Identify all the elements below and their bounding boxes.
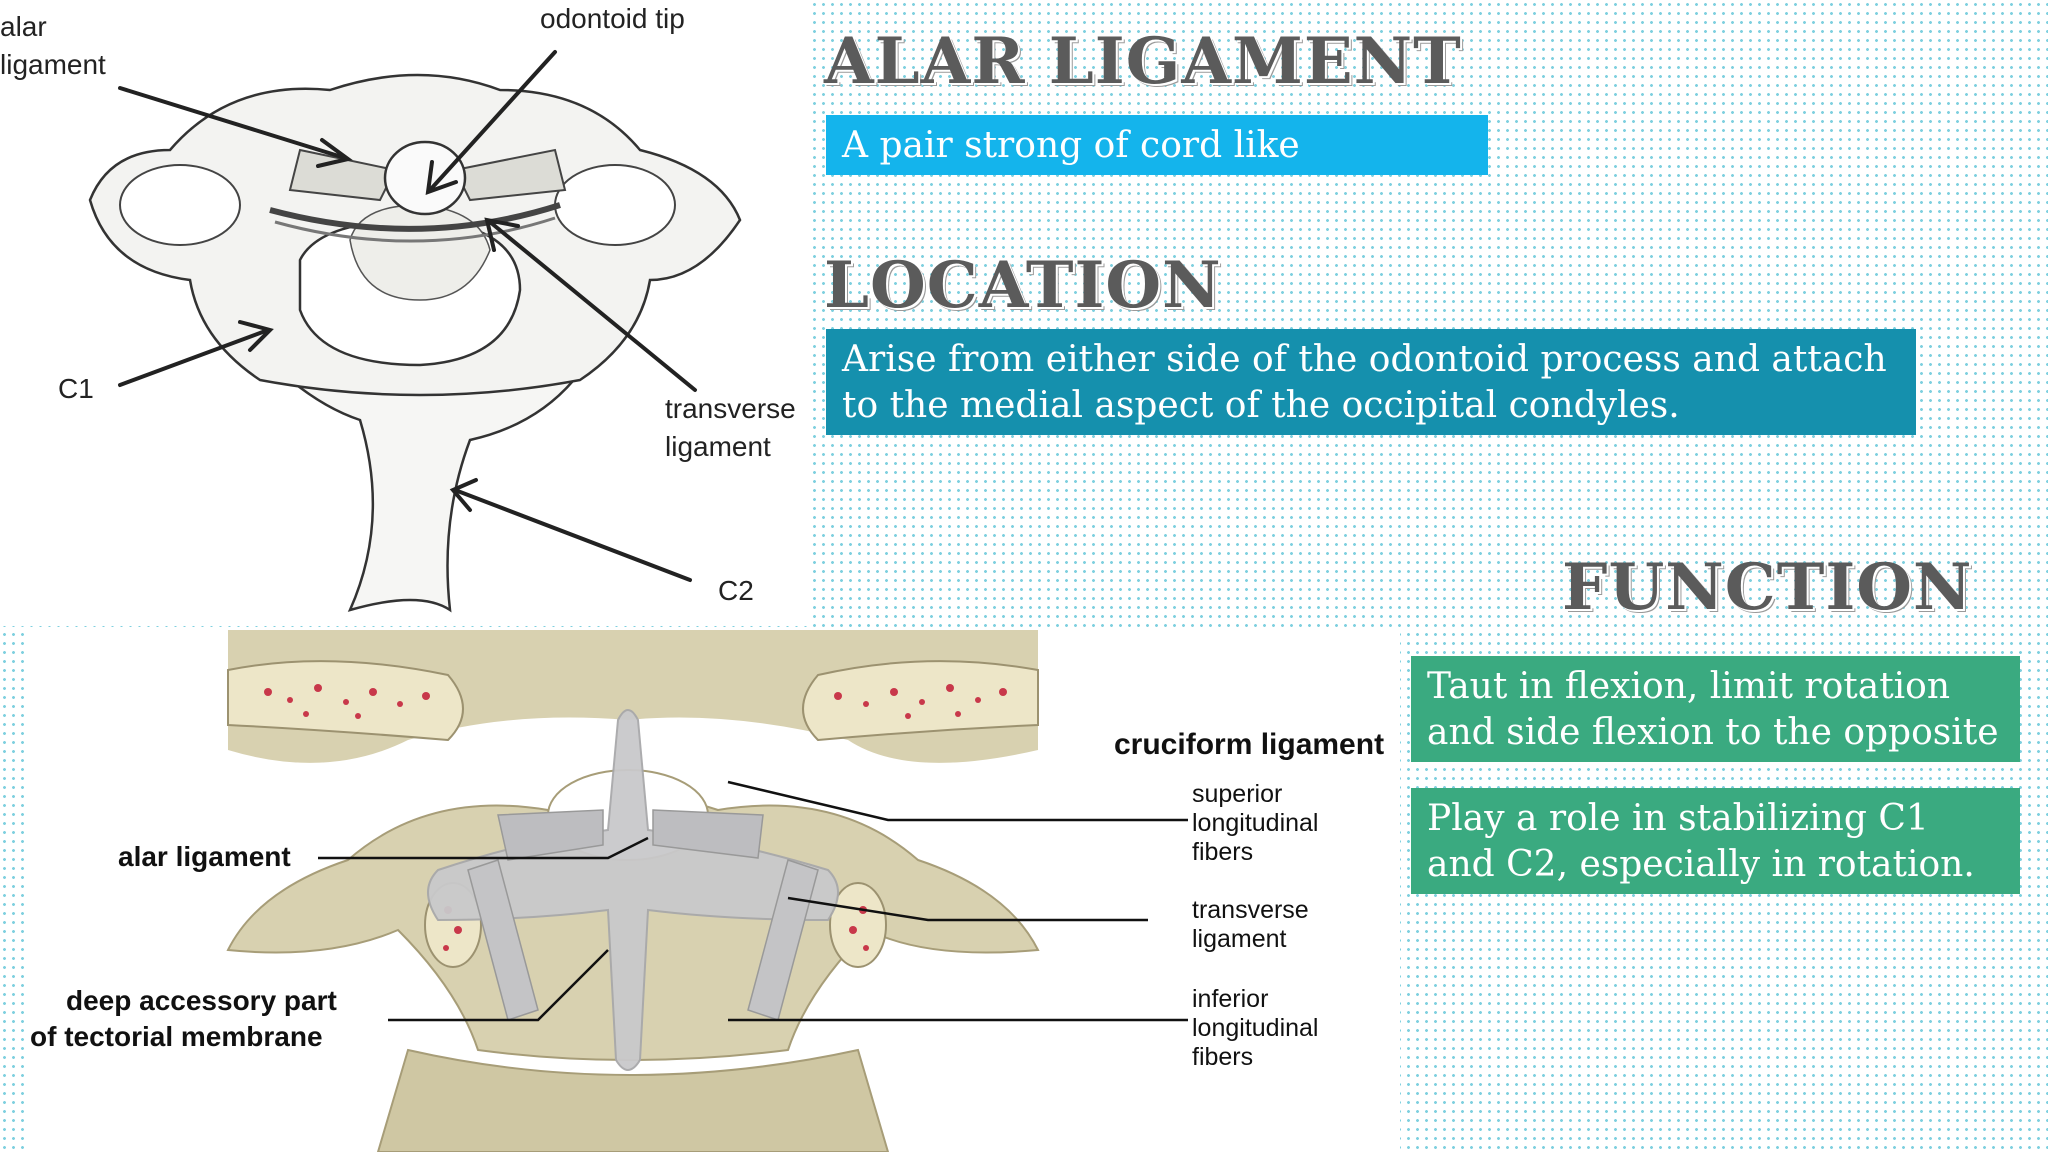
label-inferior-2: longitudinal: [1192, 1014, 1319, 1042]
label-alar-ligament: alar ligament: [118, 841, 291, 872]
bottom-anatomy-figure: cruciform ligament superior longitudinal…: [28, 630, 1400, 1152]
cruciform-drawing: cruciform ligament superior longitudinal…: [30, 630, 1384, 1152]
top-anatomy-figure: alar ligament odontoid tip C1 transverse…: [0, 0, 812, 626]
label-cruciform-ligament: cruciform ligament: [1114, 728, 1384, 761]
label-transverse-2: ligament: [665, 431, 771, 462]
atlas-axis-drawing: alar ligament odontoid tip C1 transverse…: [0, 3, 796, 613]
label-transverse-1: transverse: [1192, 896, 1309, 924]
label-odontoid-tip: odontoid tip: [540, 3, 685, 34]
function-box-1: Taut in flexion, limit rotation and side…: [1411, 656, 2020, 762]
function-box-2: Play a role in stabilizing C1 and C2, es…: [1411, 788, 2020, 894]
label-transverse-1: transverse: [665, 393, 796, 424]
function-heading: FUNCTION: [1562, 550, 1973, 625]
label-inferior-1: inferior: [1192, 985, 1268, 1013]
label-transverse-2: ligament: [1192, 925, 1287, 953]
label-c2: C2: [718, 575, 754, 606]
page-title: ALAR LIGAMENT: [824, 24, 1462, 99]
label-c1: C1: [58, 373, 94, 404]
label-superior-1: superior: [1192, 780, 1282, 808]
location-heading: LOCATION: [824, 248, 1222, 323]
label-alar-2: ligament: [0, 49, 106, 80]
definition-box: A pair strong of cord like: [826, 115, 1488, 175]
label-inferior-3: fibers: [1192, 1043, 1253, 1071]
label-superior-3: fibers: [1192, 838, 1253, 866]
location-box: Arise from either side of the odontoid p…: [826, 329, 1916, 435]
label-superior-2: longitudinal: [1192, 809, 1319, 837]
label-alar-1: alar: [0, 11, 47, 42]
label-deep-accessory-2: of tectorial membrane: [30, 1021, 323, 1052]
label-deep-accessory-1: deep accessory part: [66, 985, 337, 1016]
